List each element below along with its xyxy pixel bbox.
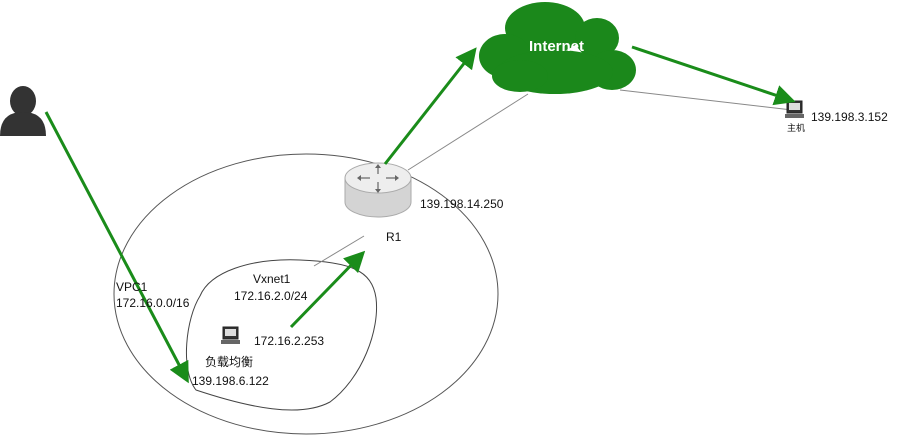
vpc-boundary: [113, 153, 499, 435]
vxnet-name: Vxnet1: [253, 272, 291, 286]
router-ip: 139.198.14.250: [420, 197, 504, 211]
flow-internet-to-host: [631, 45, 796, 106]
internet-label: Internet: [529, 38, 585, 55]
host-computer-icon: [785, 100, 804, 118]
vpc-name: VPC1: [116, 280, 148, 294]
lb-private-ip: 172.16.2.253: [254, 334, 325, 348]
lb-public-ip: 139.198.6.122: [192, 374, 269, 388]
host-ip: 139.198.3.152: [811, 110, 888, 124]
user-icon: [0, 86, 46, 136]
lb-label: 负载均衡: [205, 355, 254, 369]
flow-lb-to-router: [289, 250, 366, 329]
link-internet-host: [619, 89, 793, 111]
flow-user-to-lb: [44, 111, 189, 384]
router-icon: [344, 162, 412, 218]
vpc-cidr: 172.16.0.0/16: [116, 296, 190, 310]
lb-computer-icon: [221, 326, 240, 344]
vxnet-boundary: [186, 259, 378, 411]
host-label: 主机: [787, 123, 806, 133]
flow-router-to-internet: [383, 47, 477, 165]
link-router-internet: [407, 93, 529, 171]
vxnet-cidr: 172.16.2.0/24: [234, 289, 308, 303]
cloud-icon: [479, 2, 636, 94]
link-router-vxnet: [313, 235, 365, 267]
router-label: R1: [386, 230, 402, 244]
